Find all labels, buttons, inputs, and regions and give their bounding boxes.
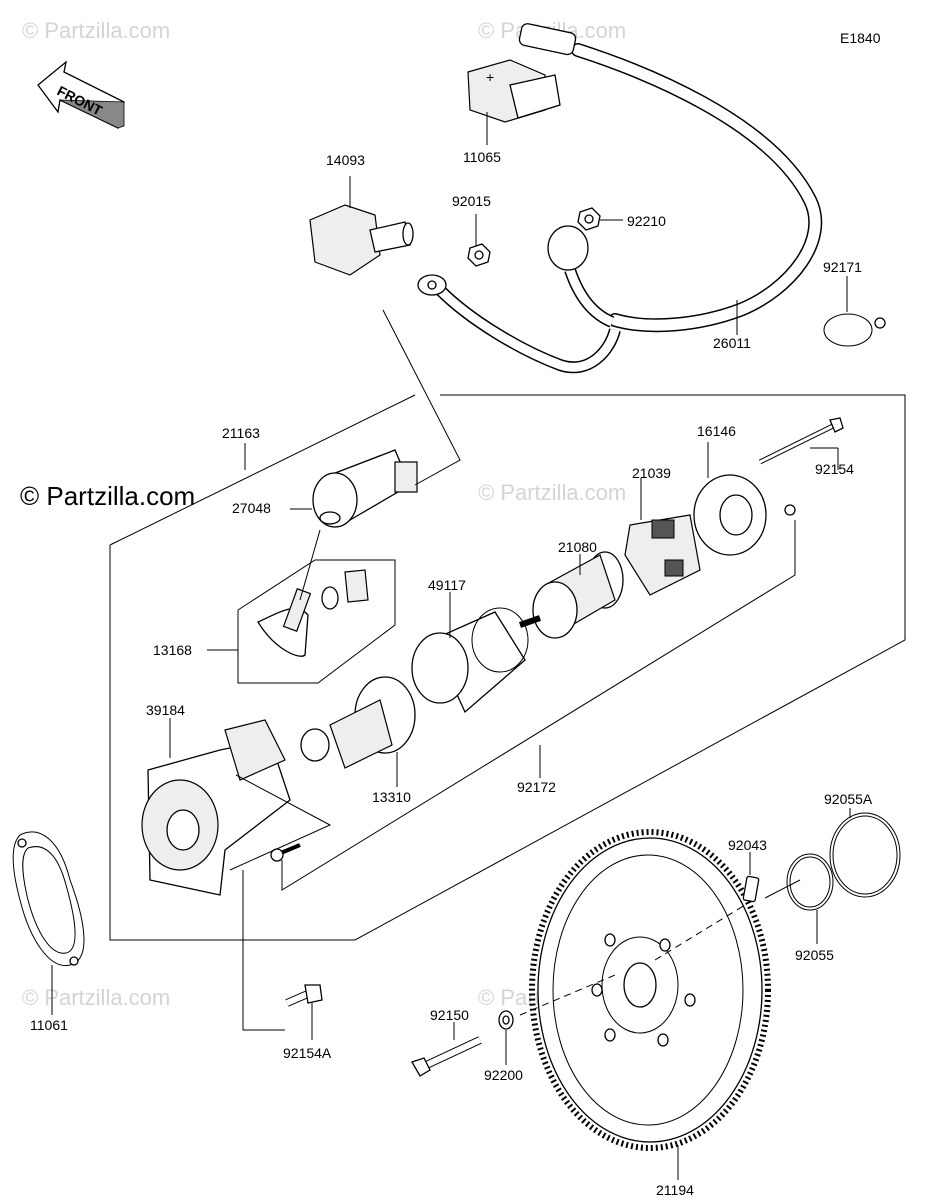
- part-92015-nut: [467, 243, 491, 267]
- part-27048-solenoid: [312, 449, 418, 528]
- part-26011-battery-cable: [518, 23, 823, 333]
- label-21039: 21039: [632, 465, 671, 481]
- label-92154: 92154: [815, 461, 854, 477]
- part-39184-starter-housing: [141, 719, 291, 896]
- part-14093-boot: [309, 204, 414, 276]
- label-92043: 92043: [728, 837, 767, 853]
- label-92015: 92015: [452, 193, 491, 209]
- watermark-text: © Partzilla.com: [22, 985, 170, 1010]
- label-21163: 21163: [222, 425, 260, 441]
- part-21194-ring-gear: [529, 829, 771, 1151]
- part-92150-bolt: [411, 1036, 482, 1077]
- part-16146-end-cover: [693, 474, 796, 556]
- part-92055-o-ring: [786, 853, 834, 911]
- label-11065: 11065: [463, 149, 501, 165]
- leader-lines: [51, 112, 851, 1180]
- part-13310-drive-assembly: [300, 676, 416, 769]
- part-92055A-o-ring: [829, 812, 901, 898]
- earth-lead: [417, 274, 621, 374]
- label-13168: 13168: [153, 642, 192, 658]
- part-92154-through-bolt: [758, 417, 844, 465]
- label-92172: 92172: [517, 779, 556, 795]
- svg-text:+: +: [486, 69, 494, 85]
- part-labels: 11065 14093 92015 92210 92171 26011 2116…: [30, 149, 873, 1198]
- label-92055A: 92055A: [824, 791, 873, 807]
- label-92171: 92171: [823, 259, 862, 275]
- label-92055: 92055: [795, 947, 834, 963]
- label-16146: 16146: [697, 423, 736, 439]
- label-92210: 92210: [627, 213, 666, 229]
- part-11061-gasket: [12, 831, 85, 966]
- part-13168-lever-set: [237, 559, 396, 684]
- label-14093: 14093: [326, 152, 365, 168]
- front-arrow-icon: FRONT: [37, 60, 125, 129]
- part-92200-washer: [498, 1010, 514, 1030]
- part-49117-yoke: [411, 607, 529, 714]
- part-92043-dowel-pin: [742, 875, 760, 903]
- part-92154A-bolt: [285, 984, 323, 1007]
- label-21080: 21080: [558, 539, 597, 555]
- label-92200: 92200: [484, 1067, 523, 1083]
- label-27048: 27048: [232, 500, 271, 516]
- label-49117: 49117: [428, 577, 466, 593]
- label-92154A: 92154A: [283, 1045, 332, 1061]
- part-21039-brush-holder: [624, 514, 701, 596]
- part-21080-armature: [519, 551, 624, 639]
- partzilla-logo-text: © Partzilla.com: [20, 481, 195, 511]
- label-21194: 21194: [656, 1182, 694, 1198]
- label-92150: 92150: [430, 1007, 469, 1023]
- watermark-text: © Partzilla.com: [478, 480, 626, 505]
- label-26011: 26011: [713, 335, 751, 351]
- label-11061: 11061: [30, 1017, 68, 1033]
- watermark-text: © Partzilla.com: [22, 18, 170, 43]
- housing-screw: [270, 843, 301, 862]
- starter-assembly-frame: [109, 394, 906, 941]
- label-13310: 13310: [372, 789, 411, 805]
- label-39184: 39184: [146, 702, 185, 718]
- diagram-code: E1840: [840, 30, 881, 46]
- part-92210-nut: [577, 207, 601, 231]
- part-92171-clamp: [823, 313, 886, 347]
- part-11065-terminal-cap: +: [467, 59, 561, 123]
